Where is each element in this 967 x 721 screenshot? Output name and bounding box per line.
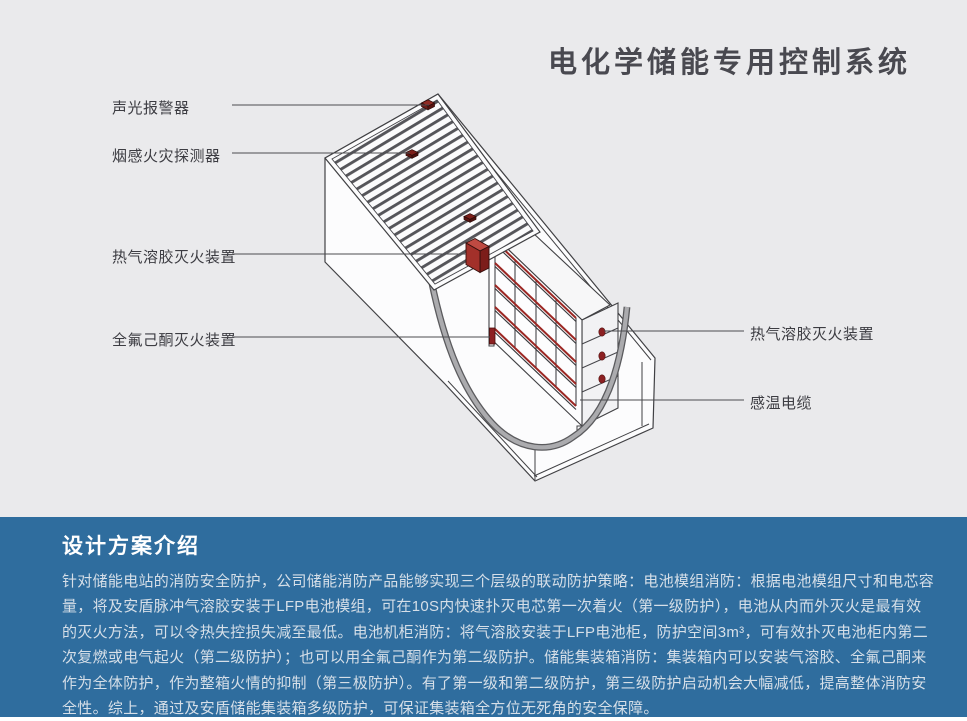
cutaway-edge bbox=[421, 246, 631, 451]
perfluorohexanone-device bbox=[489, 327, 496, 345]
aerosol-nozzle-dot bbox=[598, 327, 606, 337]
intro-line: 的灭火方法，可以令热失控损失减至最低。电池机柜消防：将气溶胶安装于LFP电池柜，… bbox=[62, 623, 929, 641]
aerosol-nozzle-dot bbox=[598, 374, 606, 384]
intro-paragraph: 针对储能电站的消防安全防护，公司储能消防产品能够实现三个层级的联动防护策略：电池… bbox=[62, 569, 935, 721]
container-cutaway-diagram bbox=[232, 93, 744, 482]
intro-line: 针对储能电站的消防安全防护，公司储能消防产品能够实现三个层级的联动防护策略：电池… bbox=[62, 573, 935, 590]
smoke-detector-device bbox=[405, 149, 419, 159]
label-thermal-cable: 感温电缆 bbox=[750, 395, 813, 412]
hot-aerosol-device bbox=[465, 237, 490, 274]
label-sound-light-alarm: 声光报警器 bbox=[112, 100, 190, 117]
intro-line: 次复燃或电气起火（第二级防护）；也可以用全氟己酮作为第二级防护。储能集装箱消防：… bbox=[62, 649, 927, 667]
diagram-section: 电化学储能专用控制系统 声光报警器 烟感火灾探测器 热气溶胶灭火装置 全氟己酮灭… bbox=[112, 47, 911, 482]
roof-detector-device bbox=[463, 213, 477, 223]
container-roof bbox=[324, 93, 541, 291]
label-smoke-detector: 烟感火灾探测器 bbox=[112, 148, 221, 165]
intro-line: 量，将及安盾脉冲气溶胶安装于LFP电池模组，可在10S内快速扑灭电芯第一次着火（… bbox=[62, 598, 922, 616]
label-hot-aerosol-right: 热气溶胶灭火装置 bbox=[750, 326, 875, 343]
label-hot-aerosol-left: 热气溶胶灭火装置 bbox=[112, 249, 237, 266]
intro-heading: 设计方案介绍 bbox=[62, 535, 200, 558]
callout-leader-lines bbox=[232, 104, 744, 401]
intro-line: 作为全体防护，作为整箱火情的抑制（第三极防护）。有了第一级和第二级防护，第三级防… bbox=[62, 674, 927, 692]
aerosol-nozzle-dot bbox=[598, 351, 606, 361]
label-perfluorohexanone: 全氟己酮灭火装置 bbox=[112, 332, 237, 349]
intro-section: 设计方案介绍 针对储能电站的消防安全防护，公司储能消防产品能够实现三个层级的联动… bbox=[0, 517, 967, 717]
intro-line: 全性。综上，通过及安盾储能集装箱多级防护，可保证集装箱全方位无死角的安全保障。 bbox=[62, 700, 659, 718]
page-title: 电化学储能专用控制系统 bbox=[547, 47, 911, 79]
